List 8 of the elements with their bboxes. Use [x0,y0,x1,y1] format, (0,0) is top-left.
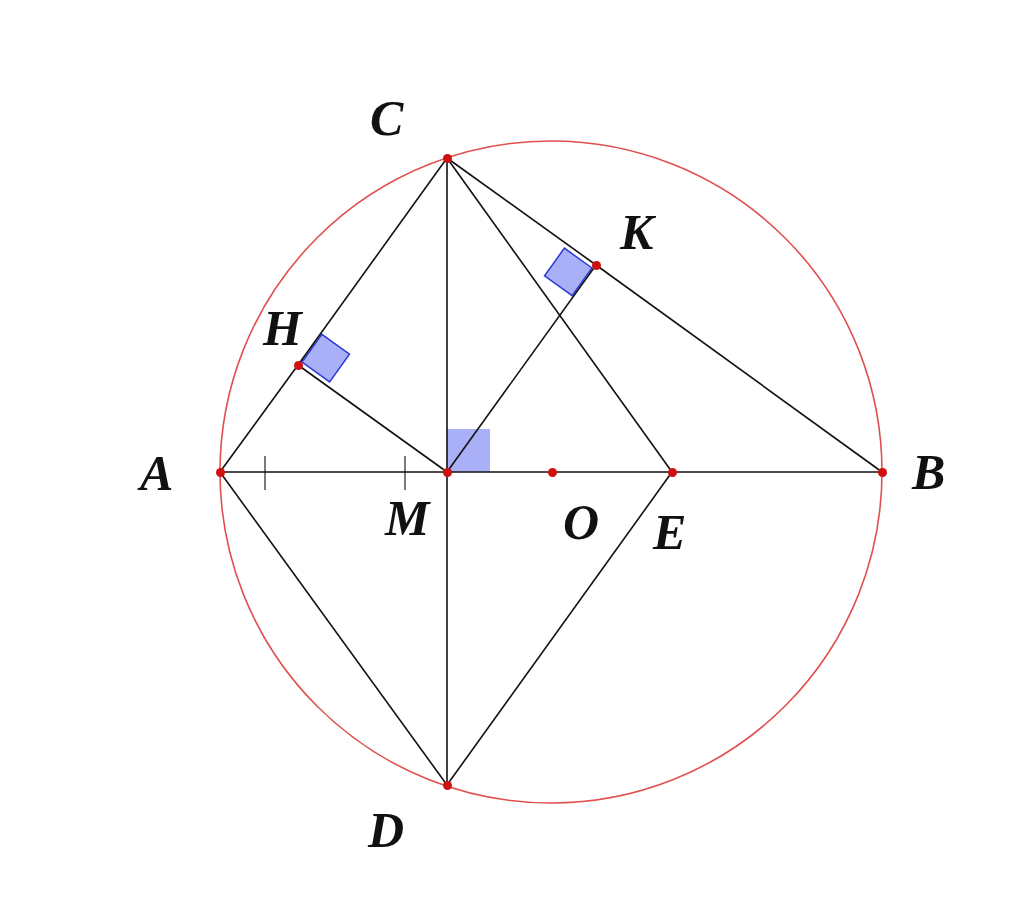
point-label: C [370,93,404,143]
point-label: B [912,447,946,497]
point-label: O [563,497,600,547]
point-label: D [368,805,405,855]
point-label: H [263,303,302,353]
point-label: E [653,507,687,557]
point-label: M [385,493,430,543]
point-label: K [620,207,654,257]
